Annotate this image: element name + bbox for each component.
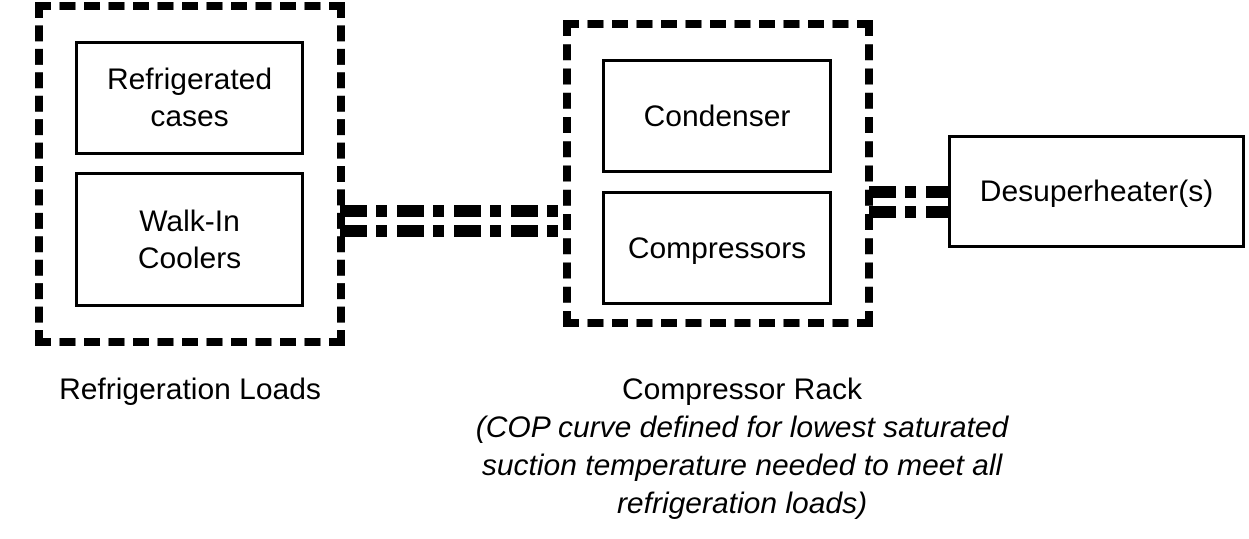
refrigeration-loads-group-box (35, 2, 345, 346)
compressor-rack-group-box (563, 20, 873, 327)
refrigerated-cases-box: Refrigerated cases (75, 41, 304, 155)
connector-loads-to-rack-gap (340, 217, 566, 225)
compressor-rack-caption: Compressor Rack (COP curve defined for l… (442, 371, 1042, 523)
desuperheater-label: Desuperheater(s) (979, 175, 1214, 208)
compressor-rack-caption-line2: suction temperature needed to meet all (481, 449, 1003, 482)
connector-rack-to-desuperheater (869, 186, 951, 218)
connector-rack-to-desuperheater-top-line (869, 186, 951, 198)
connector-loads-to-rack-top-line (340, 205, 566, 217)
refrigeration-loads-label: Refrigeration Loads (59, 373, 321, 406)
refrigerated-cases-label-line1: Refrigerated (106, 63, 273, 96)
condenser-box: Condenser (602, 59, 832, 173)
condenser-label: Condenser (643, 99, 791, 133)
compressor-rack-label: Compressor Rack (621, 373, 863, 406)
compressors-label: Compressors (627, 231, 807, 265)
walk-in-coolers-label-line1: Walk-In (139, 204, 240, 238)
refrigerated-cases-label-line2: cases (150, 100, 229, 133)
compressor-rack-caption-line3: refrigeration loads) (616, 487, 868, 520)
compressors-box: Compressors (602, 191, 832, 305)
connector-rack-to-desuperheater-gap (869, 198, 951, 206)
walk-in-coolers-label-line2: Coolers (137, 241, 242, 275)
connector-rack-to-desuperheater-bottom-line (869, 206, 951, 218)
desuperheater-box: Desuperheater(s) (948, 135, 1245, 248)
walk-in-coolers-box: Walk-In Coolers (75, 172, 304, 307)
connector-loads-to-rack (340, 205, 566, 237)
compressor-rack-caption-line1: (COP curve defined for lowest saturated (475, 411, 1009, 444)
connector-loads-to-rack-bottom-line (340, 225, 566, 237)
